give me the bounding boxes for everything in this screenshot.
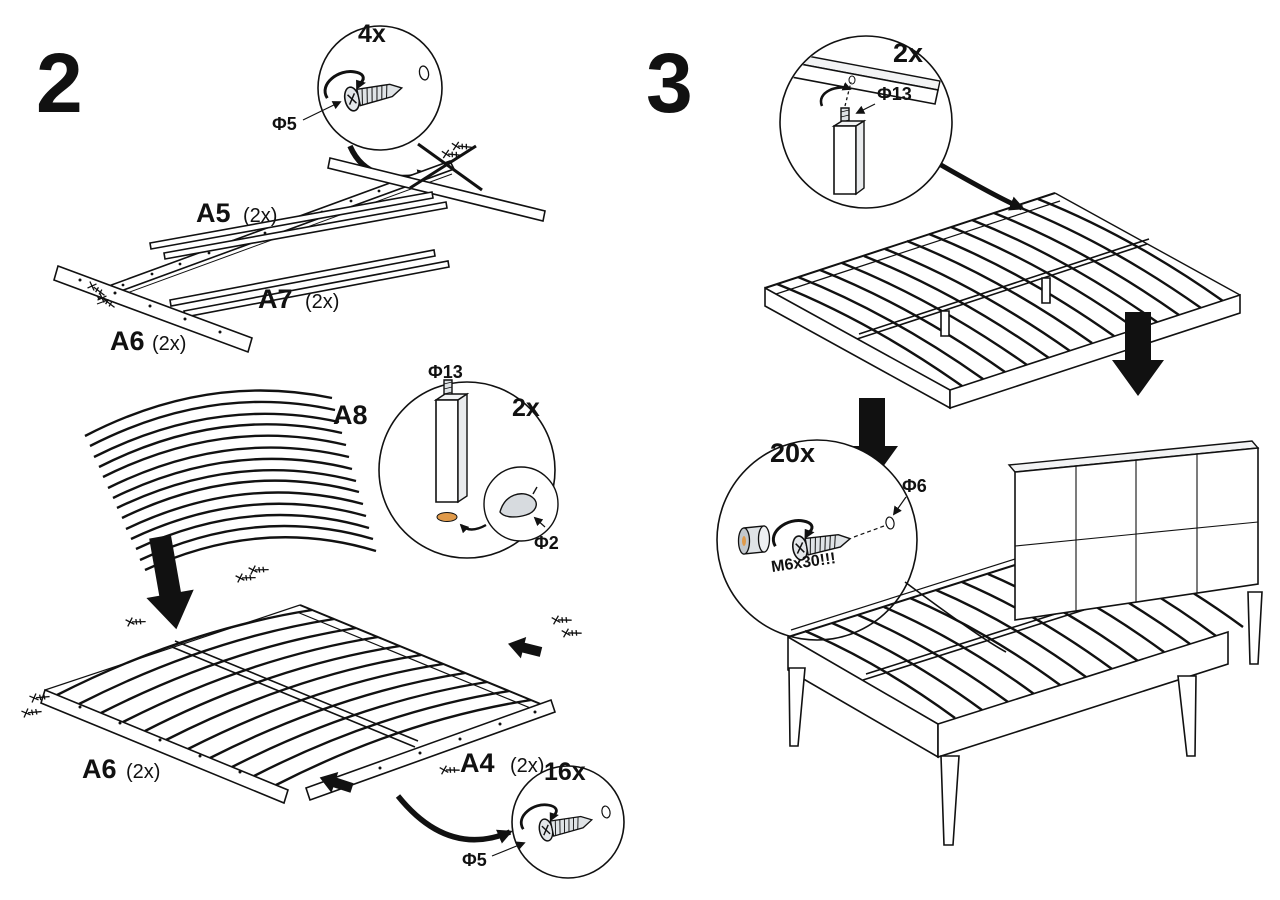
leg-side-face xyxy=(855,119,865,196)
insert-arrow-icon xyxy=(508,636,543,659)
mini-screw-icon xyxy=(439,761,461,777)
down-arrow-icon xyxy=(1112,312,1164,396)
a8-slat-bundle: A8 xyxy=(84,389,377,572)
leader-line xyxy=(491,841,526,857)
pilot-hole-icon xyxy=(418,65,430,81)
screw-diameter-label: Φ5 xyxy=(272,114,297,134)
center-leg xyxy=(1041,277,1051,304)
a6-rail-front xyxy=(40,688,289,805)
step-3-number: 3 xyxy=(646,36,693,130)
leg-front-face xyxy=(435,399,459,503)
side-rail-upper xyxy=(327,157,546,222)
bed-leg xyxy=(1247,591,1263,665)
callout-leg-2x: Φ13 2x Φ2 xyxy=(378,362,559,559)
callout-connector-arrow xyxy=(939,162,1025,211)
label-a6-lower: A6 xyxy=(82,754,117,784)
screw-diameter-label: Φ6 xyxy=(902,476,927,496)
slat-base-step3 xyxy=(764,192,1241,410)
label-a5-qty: (2x) xyxy=(243,205,277,227)
finished-bed xyxy=(787,440,1263,846)
pilot-hole-icon xyxy=(601,805,611,819)
screw-axis-dashed xyxy=(853,525,885,538)
leader-line xyxy=(892,496,907,516)
label-a5: A5 xyxy=(196,198,231,228)
label-a8: A8 xyxy=(333,400,368,430)
mini-screw-icon xyxy=(20,703,43,721)
step-2-number: 2 xyxy=(36,36,83,130)
down-arrow-icon xyxy=(146,534,194,630)
leg-qty-label: 2x xyxy=(893,38,923,68)
frame-end-face xyxy=(764,286,951,410)
frame-front-face xyxy=(937,630,1229,759)
callout-circle xyxy=(779,35,953,209)
bed-leg xyxy=(1177,675,1197,757)
label-a7-qty: (2x) xyxy=(305,291,339,313)
label-a6-upper-qty: (2x) xyxy=(152,333,186,355)
callout-screw-4x: 4x Φ5 xyxy=(272,20,443,184)
mini-screw-icon xyxy=(234,569,257,585)
callout-connector-arrow xyxy=(395,794,513,844)
bed-leg xyxy=(788,667,806,747)
felt-pad-icon xyxy=(499,493,537,518)
step-2-section: 2 4x Φ5 xyxy=(20,20,625,879)
pad-pointer xyxy=(533,516,546,528)
bolt-diameter-label: Φ13 xyxy=(877,84,912,104)
a7-stick xyxy=(169,249,436,307)
bed-leg xyxy=(940,755,960,846)
frame-front-face xyxy=(949,293,1241,410)
label-a6-lower-qty: (2x) xyxy=(126,761,160,783)
a4-rail-detached xyxy=(304,698,557,802)
leg-qty-label: 2x xyxy=(512,394,540,422)
rail-holes xyxy=(78,705,242,774)
screw-diameter-label: Φ5 xyxy=(462,850,487,870)
slat-base-assembly: A6 (2x) A4 (2x) xyxy=(20,561,583,805)
crossed-stick xyxy=(417,142,483,192)
pad-diameter-label: Φ2 xyxy=(534,533,559,553)
center-leg xyxy=(940,310,950,337)
label-a4: A4 xyxy=(460,748,495,778)
crossed-stick xyxy=(409,144,477,190)
a5-stick xyxy=(163,201,448,260)
a6-rail-upper-diagram xyxy=(53,264,253,354)
screw-qty-label: 4x xyxy=(358,20,386,48)
rail-holes xyxy=(78,278,222,334)
rotate-arrow-icon xyxy=(819,82,852,107)
mini-screw-icon xyxy=(124,613,147,629)
pad-apply-arrow xyxy=(459,523,487,534)
callout-screw-20x: 20x Φ6 M6x30!!! xyxy=(716,438,1007,653)
step-3-section: 3 2x Φ13 xyxy=(646,35,1263,846)
mini-screw-icon xyxy=(561,624,583,640)
mini-screw-icon xyxy=(551,611,573,627)
pilot-hole-icon xyxy=(885,516,895,530)
callout-screw-16x: 16x Φ5 xyxy=(395,758,625,879)
dowel-nut-icon xyxy=(737,525,771,555)
insert-arrow-icon xyxy=(319,771,354,793)
leader-line xyxy=(855,103,876,114)
exploded-frame-upper: A5 (2x) A7 (2x) A6 (2x) xyxy=(53,138,546,356)
screw-qty-label: 16x xyxy=(544,758,586,786)
center-rail xyxy=(171,646,416,748)
label-a7: A7 xyxy=(258,284,293,314)
screw-qty-label: 20x xyxy=(770,438,815,468)
a5-stick xyxy=(149,191,434,250)
callout-leg-2x-step3: 2x Φ13 xyxy=(779,35,1025,211)
leg-pad-icon xyxy=(436,512,458,522)
leader-line xyxy=(302,101,342,121)
frame-end-face xyxy=(787,635,939,759)
mini-screw-icon xyxy=(247,561,270,577)
label-a4-qty: (2x) xyxy=(510,755,544,777)
center-rail xyxy=(856,243,1148,340)
leg-front-face xyxy=(833,125,857,195)
bolt-diameter-label: Φ13 xyxy=(428,362,463,382)
label-a6-upper: A6 xyxy=(110,326,145,356)
leg-side-face xyxy=(457,392,468,504)
headboard xyxy=(1007,440,1260,621)
